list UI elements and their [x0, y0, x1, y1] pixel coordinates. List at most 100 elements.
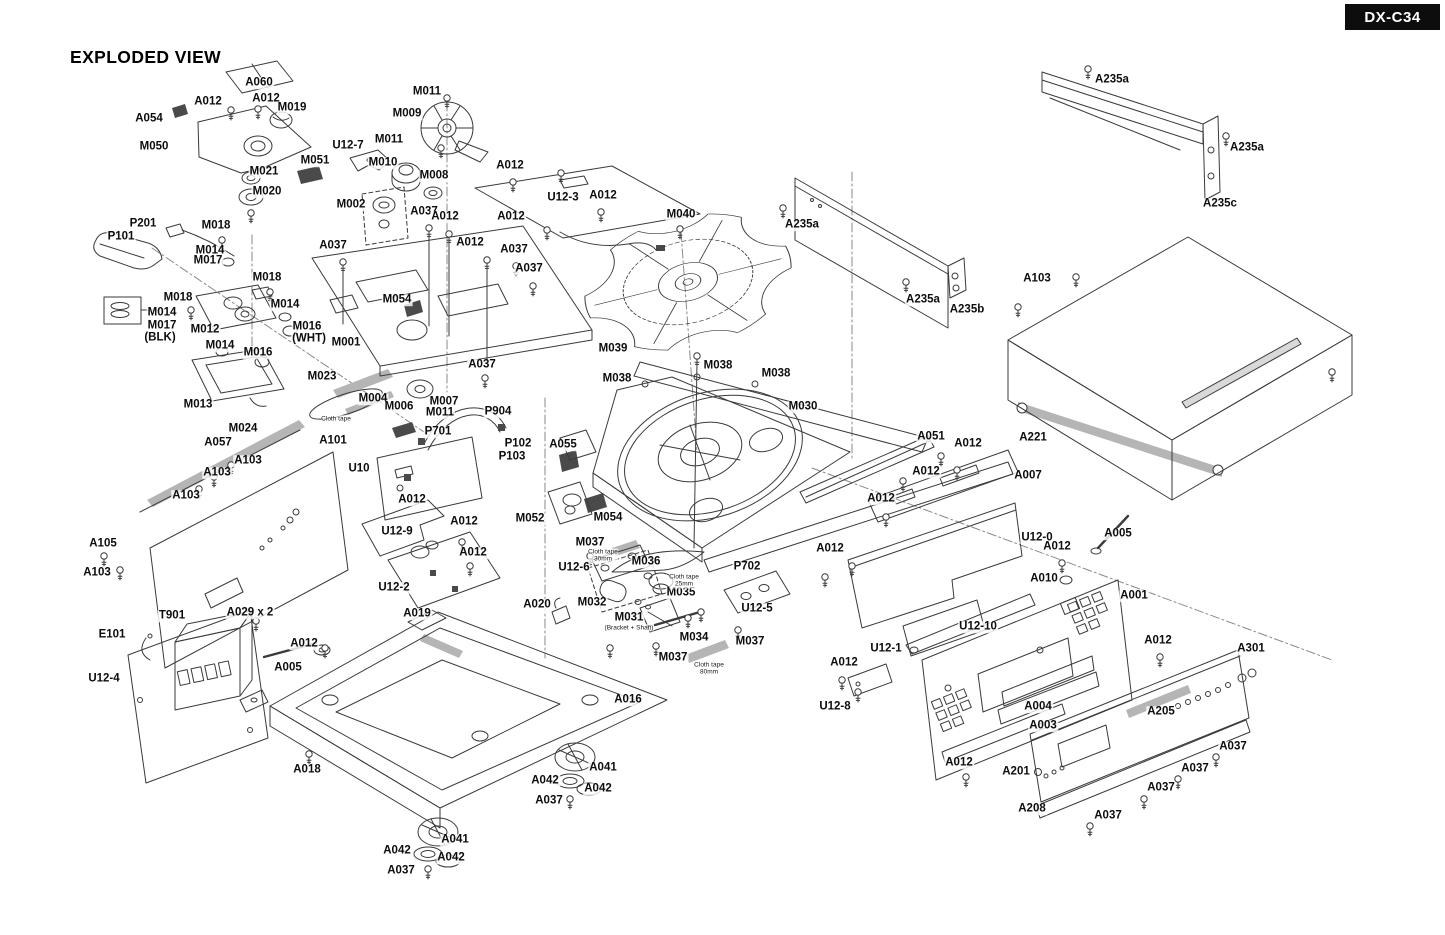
part-label: M018 — [251, 271, 283, 284]
part-label: M014 — [194, 244, 226, 257]
part-label: A235a — [784, 218, 820, 231]
part-label: M013 — [182, 398, 214, 411]
part-label: A235a — [905, 293, 941, 306]
part-label: M012 — [189, 323, 221, 336]
part-label: M023 — [306, 370, 338, 383]
part-label: A012 — [193, 95, 223, 108]
part-label: M031 — [613, 611, 645, 624]
feet-assemblies — [413, 742, 602, 868]
part-label: A037 — [1093, 809, 1123, 822]
part-label: P201 — [128, 217, 158, 230]
diagram-note: Cloth tape 30mm — [588, 548, 618, 564]
part-label: M011 — [424, 406, 456, 419]
part-label: A012 — [911, 465, 941, 478]
part-label: P101 — [106, 230, 136, 243]
part-label: M007 — [428, 395, 460, 408]
part-label: A012 — [455, 236, 485, 249]
part-label: U12-10 — [958, 620, 998, 633]
part-label: A101 — [318, 434, 348, 447]
part-label: A037 — [386, 864, 416, 877]
part-label: A235a — [1229, 141, 1265, 154]
part-label: A012 — [495, 159, 525, 172]
part-label: M030 — [787, 400, 819, 413]
part-label: A103 — [233, 454, 263, 467]
part-label: A205 — [1146, 705, 1176, 718]
diagram-note: Cloth tape — [321, 415, 351, 423]
part-label: A060 — [244, 76, 274, 89]
part-label: P103 — [497, 450, 527, 463]
model-badge: DX-C34 — [1345, 4, 1440, 30]
part-label: U10 — [347, 462, 371, 475]
part-label: M011 — [373, 133, 405, 146]
part-label: U12-0 — [1020, 531, 1054, 544]
part-label: (WHT) — [291, 332, 327, 345]
diagram-note: Cloth tape 80mm — [694, 661, 724, 677]
part-label: P702 — [732, 560, 762, 573]
part-label: P904 — [483, 405, 513, 418]
part-label: A012 — [588, 189, 618, 202]
part-label: A012 — [953, 437, 983, 450]
part-label: T901 — [157, 609, 187, 622]
part-label: U12-5 — [740, 602, 774, 615]
part-label: A103 — [202, 466, 232, 479]
part-label: U12-9 — [380, 525, 414, 538]
star-plate-m039 — [584, 213, 792, 351]
pcb-u12-3 — [474, 165, 701, 251]
part-label: A201 — [1001, 765, 1031, 778]
part-label: M018 — [162, 291, 194, 304]
part-label: A103 — [171, 489, 201, 502]
part-label: A012 — [815, 542, 845, 555]
part-label: A041 — [588, 761, 618, 774]
part-label: A037 — [318, 239, 348, 252]
part-label: A037 — [1146, 781, 1176, 794]
part-label: A054 — [134, 112, 164, 125]
part-label: A037 — [514, 262, 544, 275]
part-label: M019 — [276, 101, 308, 114]
part-label: A012 — [944, 756, 974, 769]
part-label: M050 — [138, 140, 170, 153]
part-label: A012 — [866, 492, 896, 505]
part-label: A012 — [829, 656, 859, 669]
part-label: A012 — [496, 210, 526, 223]
part-label: A037 — [409, 205, 439, 218]
part-label: A012 — [289, 637, 319, 650]
part-label: M016 — [242, 346, 274, 359]
part-label: M038 — [760, 367, 792, 380]
part-label: M052 — [514, 512, 546, 525]
tape-strips — [139, 104, 1302, 663]
part-label: M006 — [383, 400, 415, 413]
part-label: A042 — [436, 851, 466, 864]
part-label: A103 — [82, 566, 112, 579]
part-label: M034 — [678, 631, 710, 644]
part-label: A105 — [88, 537, 118, 550]
part-label: M035 — [665, 586, 697, 599]
part-label: A042 — [530, 774, 560, 787]
part-label: A020 — [522, 598, 552, 611]
part-label: M040 — [665, 208, 697, 221]
part-label: A037 — [534, 794, 564, 807]
part-label: A012 — [1143, 634, 1173, 647]
part-label: M037 — [574, 536, 606, 549]
part-label: A018 — [292, 763, 322, 776]
part-label: U12-8 — [818, 700, 852, 713]
part-label: M014 — [146, 306, 178, 319]
part-label: A235b — [948, 303, 986, 316]
diagram-note: (Bracket + Shaft) — [604, 624, 654, 632]
diagram-note: Cloth tape 25mm — [669, 573, 699, 589]
part-label: M024 — [227, 422, 259, 435]
part-label: A037 — [499, 243, 529, 256]
part-label: A012 — [430, 210, 460, 223]
rear-panel-a101 — [149, 451, 349, 669]
part-label: M010 — [367, 156, 399, 169]
part-label: A235c — [1202, 197, 1238, 210]
part-label: (BLK) — [143, 331, 177, 344]
part-label: U12-6 — [557, 561, 591, 574]
part-label: M014 — [204, 339, 236, 352]
part-label: A055 — [548, 438, 578, 451]
part-label: U12-1 — [869, 642, 903, 655]
part-label: A007 — [1013, 469, 1043, 482]
part-label: A012 — [1042, 540, 1072, 553]
part-label: M014 — [269, 298, 301, 311]
part-label: M039 — [597, 342, 629, 355]
